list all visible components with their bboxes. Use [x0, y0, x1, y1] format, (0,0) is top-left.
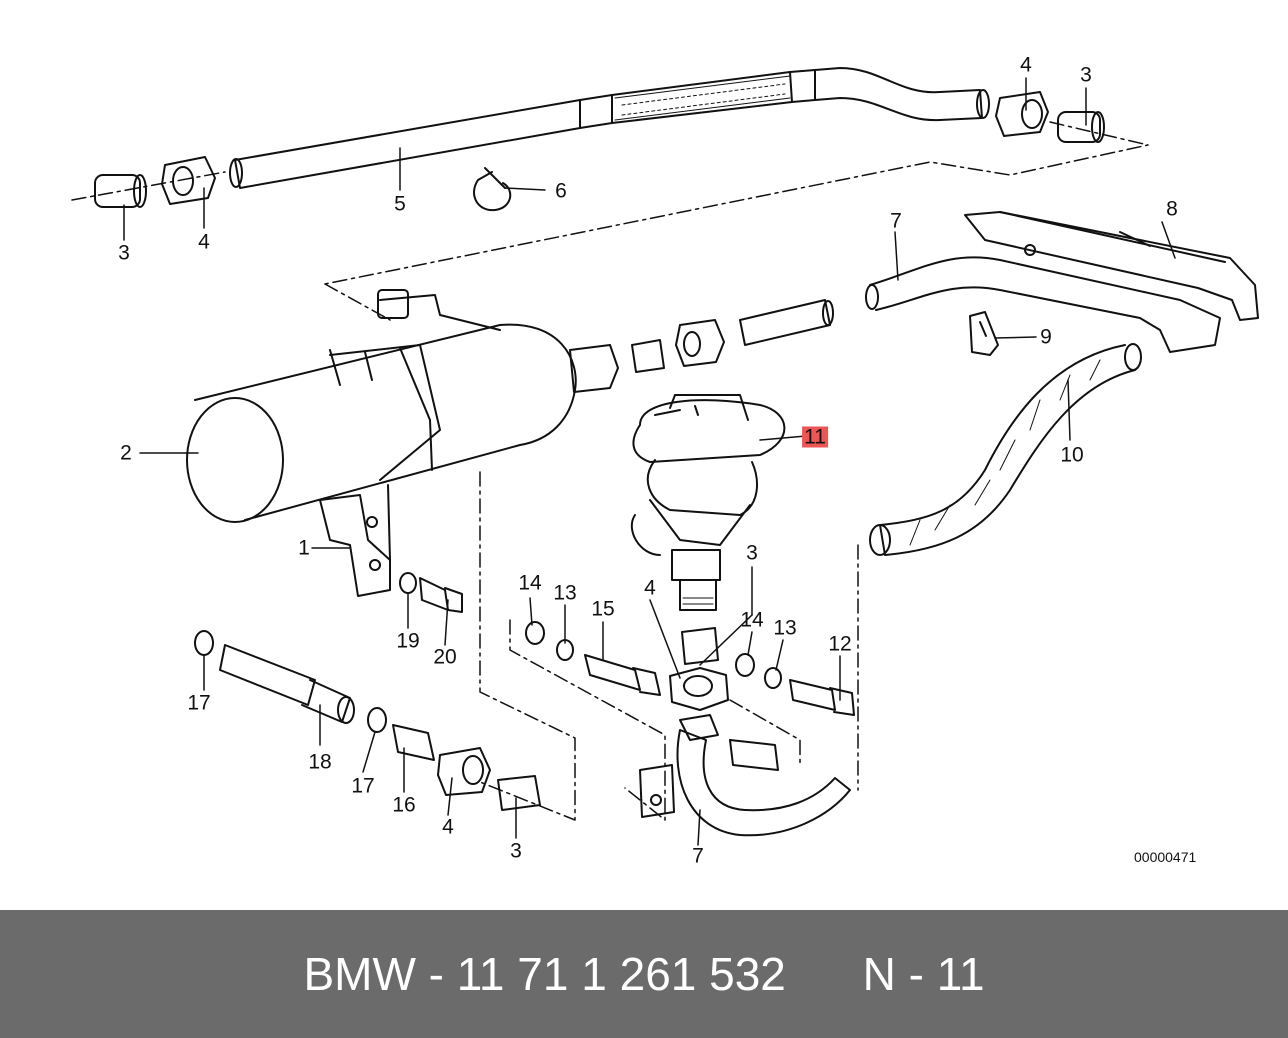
parts-diagram: 3 4 5 6 4 3 7 8 9 10 11 2 1 19 20 17 18 … [71, 53, 1259, 868]
lower-fittings [669, 627, 729, 741]
callout-4: 4 [442, 815, 454, 839]
callout-15: 15 [591, 597, 615, 621]
braided-hose [869, 343, 1142, 556]
callout-9: 9 [1040, 325, 1052, 349]
callout-3: 3 [510, 839, 522, 863]
callout-11-highlighted: 11 [802, 425, 828, 449]
top-fittings [94, 91, 1105, 208]
hose-clamp [473, 167, 512, 212]
part-number-footer: BMW - 11 71 1 261 532 N - 11 [0, 910, 1288, 1038]
footer-text: BMW - 11 71 1 261 532 N - 11 [0, 910, 1288, 1038]
callout-7: 7 [692, 844, 704, 868]
callout-7: 7 [890, 209, 902, 233]
part-number: BMW - 11 71 1 261 532 [303, 948, 786, 1000]
callout-16: 16 [392, 793, 416, 817]
leader-lines [123, 77, 1176, 846]
callout-20: 20 [433, 645, 457, 669]
callout-17: 17 [187, 691, 211, 715]
fuel-line-left [194, 630, 541, 811]
position-number: N - 11 [862, 948, 985, 1000]
fuel-line-top [229, 67, 990, 189]
hose-upper [865, 256, 1221, 353]
assembly-outlines [71, 121, 1149, 821]
callout-13: 13 [773, 616, 797, 640]
callout-4: 4 [1020, 53, 1032, 77]
callout-14: 14 [740, 608, 764, 632]
mounting-bracket [319, 484, 391, 597]
clip-part [969, 311, 999, 356]
callout-4: 4 [644, 576, 656, 600]
fuel-filter [186, 289, 834, 523]
pressure-regulator [630, 394, 786, 611]
callout-10: 10 [1060, 443, 1084, 467]
diagram-drawing [71, 67, 1259, 846]
callout-17: 17 [351, 774, 375, 798]
callout-13: 13 [553, 581, 577, 605]
bolt-group-left [399, 572, 463, 613]
diagram-code: 00000471 [1134, 849, 1197, 865]
bracket-part [964, 211, 1259, 321]
callout-3: 3 [118, 241, 130, 265]
bolt-group-middle [525, 621, 855, 716]
callout-3: 3 [1080, 63, 1092, 87]
callout-1: 1 [298, 536, 310, 560]
callout-4: 4 [198, 230, 210, 254]
callout-12: 12 [828, 632, 852, 656]
hose-lower [639, 729, 851, 837]
callout-18: 18 [308, 750, 332, 774]
callout-19: 19 [396, 629, 420, 653]
callout-2: 2 [120, 441, 132, 465]
callout-14: 14 [518, 571, 542, 595]
callout-3: 3 [746, 541, 758, 565]
callout-5: 5 [394, 192, 406, 216]
callout-6: 6 [555, 179, 567, 203]
callout-8: 8 [1166, 197, 1178, 221]
